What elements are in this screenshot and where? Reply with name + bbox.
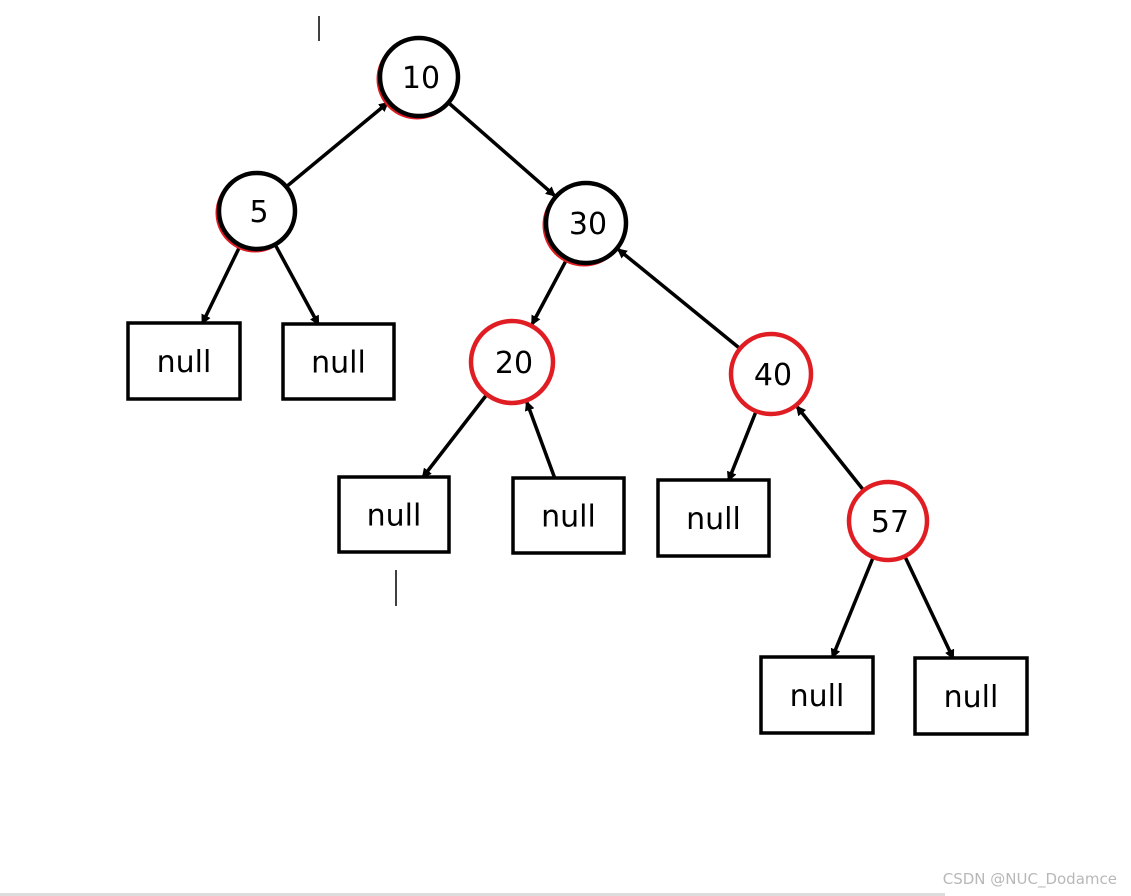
edge-n57-l6 <box>830 558 875 659</box>
node-circle <box>543 180 629 266</box>
tree-node-30: 30 <box>542 180 629 267</box>
null-leaf-box: null <box>759 655 875 735</box>
node-circle <box>468 318 556 406</box>
nodes-layer: 10 5 30 20 40 57 <box>215 35 930 563</box>
null-leaf-label: null <box>541 500 596 535</box>
null-leaf-rect <box>656 478 771 558</box>
null-leaf-label: null <box>686 502 741 537</box>
node-value: 57 <box>871 505 909 540</box>
node-value: 20 <box>495 346 533 381</box>
edge-n5-n10 <box>286 101 389 187</box>
null-leaf-label: null <box>367 499 422 534</box>
tree-node-10: 10 <box>376 35 461 120</box>
null-leaf-box: null <box>913 656 1029 736</box>
null-leaf-rect <box>759 655 875 735</box>
null-leaf-box: null <box>126 321 242 401</box>
null-leaf-rect <box>337 475 451 554</box>
edge-n20-l3 <box>421 394 488 479</box>
null-leaf-label: null <box>790 679 845 714</box>
edge-l4-n20 <box>524 400 557 479</box>
null-leaf-box: null <box>281 322 396 401</box>
leaves-layer: null null null null null null null <box>126 321 1029 736</box>
null-leaf-label: null <box>157 345 212 380</box>
node-circle <box>728 331 814 417</box>
tree-node-5: 5 <box>215 170 298 253</box>
null-leaf-rect <box>913 656 1029 736</box>
null-leaf-rect <box>511 476 626 555</box>
null-leaf-rect <box>126 321 242 401</box>
edge-n57-l7 <box>904 557 955 660</box>
node-circle <box>377 35 461 119</box>
edge-n40-n30 <box>616 248 740 349</box>
node-value: 5 <box>249 195 268 230</box>
edge-n30-n20 <box>530 259 568 326</box>
node-value: 10 <box>402 61 440 96</box>
tree-node-20: 20 <box>468 318 556 406</box>
null-leaf-rect <box>281 322 396 401</box>
null-leaf-box: null <box>337 475 451 554</box>
watermark: CSDN @NUC_Dodamce <box>942 870 1117 888</box>
edge-n10-n30 <box>448 102 556 197</box>
null-leaf-label: null <box>944 680 999 715</box>
node-circle <box>216 170 298 252</box>
bottom-divider <box>0 893 945 896</box>
edge-n5-l1 <box>200 246 242 325</box>
edge-n57-n40 <box>795 405 864 490</box>
edges-layer <box>200 101 955 660</box>
node-circle <box>846 479 930 563</box>
node-value: 30 <box>569 207 607 242</box>
null-leaf-box: null <box>656 478 771 558</box>
tree-node-40: 40 <box>728 331 814 417</box>
node-value: 40 <box>754 358 792 393</box>
edge-n40-l5 <box>727 412 758 482</box>
null-leaf-box: null <box>511 476 626 555</box>
edge-n5-l2 <box>274 245 320 326</box>
tree-node-57: 57 <box>846 479 930 563</box>
null-leaf-label: null <box>311 346 366 381</box>
